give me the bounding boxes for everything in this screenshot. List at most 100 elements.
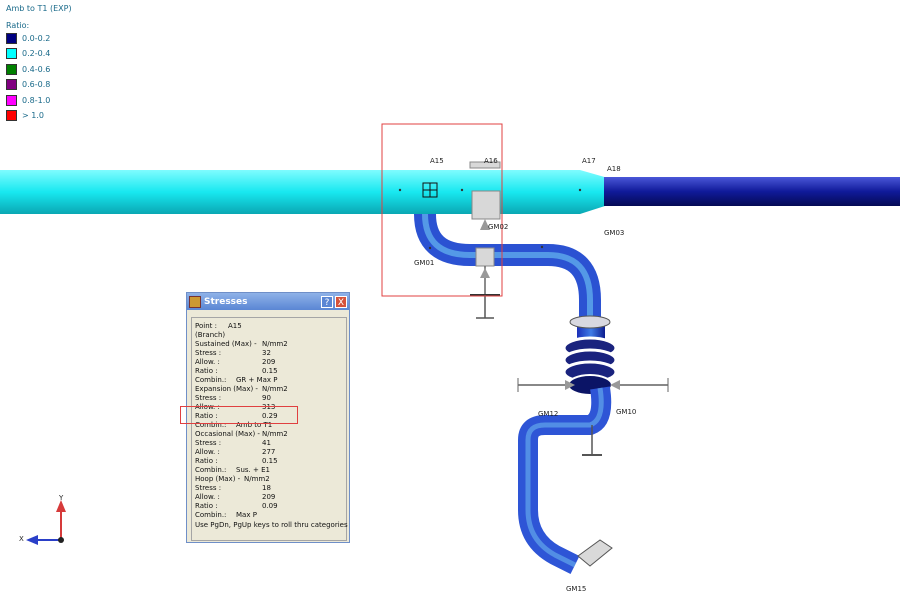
- legend-heading: Ratio:: [6, 21, 30, 30]
- ratio-highlight-box: [180, 406, 298, 424]
- line-label: Allow. :: [195, 403, 220, 411]
- legend-item-2: 0.2-0.4: [6, 48, 50, 59]
- legend-item-5: 0.8-1.0: [6, 95, 50, 106]
- line-label: Allow. :: [195, 493, 220, 501]
- line-label: Stress :: [195, 394, 222, 402]
- axis-origin: [58, 537, 64, 543]
- legend-label: 0.0-0.2: [22, 34, 51, 43]
- line-value: N/mm2: [244, 475, 270, 483]
- line-value: 0.29: [262, 412, 278, 420]
- axis-y-label: Y: [59, 494, 64, 502]
- line-value: 90: [262, 394, 271, 402]
- node-dot: [578, 188, 582, 192]
- legend-label: 0.4-0.6: [22, 65, 51, 74]
- line-value: 18: [262, 484, 271, 492]
- line-value: N/mm2: [262, 385, 288, 393]
- node-dot: [398, 188, 402, 192]
- dialog-titlebar[interactable]: Stresses ? X: [187, 293, 349, 310]
- line-value: 209: [262, 358, 276, 366]
- branch-pipe-highlight: [422, 213, 593, 320]
- line-label: Point :: [195, 322, 217, 330]
- line-label: (Branch): [195, 331, 226, 339]
- line-label: Stress :: [195, 349, 222, 357]
- axis-x-label: X: [19, 535, 24, 543]
- legend-swatch: [6, 79, 17, 90]
- help-button[interactable]: ?: [321, 295, 333, 308]
- axis-y-arrow: [56, 500, 66, 512]
- line-label: Ratio :: [195, 457, 218, 465]
- line-label: Ratio :: [195, 412, 218, 420]
- reducer[interactable]: [580, 170, 608, 214]
- line-label: Stress :: [195, 484, 222, 492]
- line-label: Expansion (Max) -: [195, 385, 258, 393]
- axis-x-arrow: [26, 535, 38, 545]
- line-value: 209: [262, 493, 276, 501]
- line-value: N/mm2: [262, 430, 288, 438]
- line-label: Ratio :: [195, 367, 218, 375]
- line-value: 32: [262, 349, 271, 357]
- legend-item-4: 0.6-0.8: [6, 79, 50, 90]
- line-label: Stress :: [195, 439, 222, 447]
- line-label: Allow. :: [195, 358, 220, 366]
- line-value: Max P: [236, 511, 257, 519]
- line-label: Sustained (Max) -: [195, 340, 257, 348]
- line-label: Hoop (Max) -: [195, 475, 241, 483]
- dialog-hint: Use PgDn, PgUp keys to roll thru categor…: [195, 521, 348, 529]
- load-case-title: Amb to T1 (EXP): [6, 4, 72, 13]
- selection-box: [381, 123, 503, 297]
- node-label-gm15: GM15: [566, 585, 587, 593]
- hanger-arrow-lower: [480, 268, 490, 278]
- lower-loop-highlight: [525, 387, 604, 568]
- hanger-upper[interactable]: [471, 190, 501, 220]
- line-value: Amb to T1: [236, 421, 273, 429]
- end-flange[interactable]: [577, 539, 613, 567]
- legend-label: 0.2-0.4: [22, 49, 51, 58]
- node-label-a18: A18: [607, 165, 621, 173]
- hanger-cap[interactable]: [469, 161, 501, 169]
- flange-upper[interactable]: [569, 315, 611, 329]
- node-label-gm10: GM10: [616, 408, 637, 416]
- node-label-a15: A15: [430, 157, 444, 165]
- app-icon: [189, 295, 201, 308]
- node-label-gm03: GM03: [604, 229, 625, 237]
- main-header-pipe-navy[interactable]: [604, 177, 900, 206]
- line-value: 0.09: [262, 502, 278, 510]
- legend-swatch: [6, 110, 17, 121]
- line-value: 0.15: [262, 367, 278, 375]
- hanger-arrow: [480, 219, 490, 230]
- line-value: Sus. + E1: [236, 466, 270, 474]
- line-label: Ratio :: [195, 502, 218, 510]
- node-label-a17: A17: [582, 157, 596, 165]
- node-label-gm02: GM02: [488, 223, 509, 231]
- node-dot: [428, 246, 432, 250]
- line-value: N/mm2: [262, 340, 288, 348]
- line-label: Allow. :: [195, 448, 220, 456]
- legend-item-6: > 1.0: [6, 110, 44, 121]
- legend-label: 0.8-1.0: [22, 96, 51, 105]
- restraint-left-arrow: [565, 380, 575, 390]
- line-value: GR + Max P: [236, 376, 278, 384]
- node-label-gm12: GM12: [538, 410, 559, 418]
- legend-swatch: [6, 33, 17, 44]
- hanger-lower[interactable]: [475, 247, 495, 267]
- stresses-panel: Point : A15 (Branch) Sustained (Max) - N…: [191, 317, 348, 541]
- line-value: 277: [262, 448, 276, 456]
- line-value: 313: [262, 403, 276, 411]
- restraint-right-arrow: [610, 380, 620, 390]
- node-dot: [540, 245, 544, 249]
- close-button[interactable]: X: [335, 295, 347, 308]
- line-value: 41: [262, 439, 271, 447]
- line-label: Combin.:: [195, 421, 227, 429]
- node-label-gm01: GM01: [414, 259, 435, 267]
- stresses-dialog[interactable]: Stresses ? X Point : A15 (Branch) Sustai…: [186, 292, 350, 543]
- line-label: Occasional (Max) -: [195, 430, 260, 438]
- line-label: Combin.:: [195, 376, 227, 384]
- node-dot: [460, 188, 464, 192]
- dialog-title: Stresses: [204, 296, 248, 307]
- node-label-a16: A16: [484, 157, 498, 165]
- legend-swatch: [6, 64, 17, 75]
- legend-swatch: [6, 48, 17, 59]
- line-label: Combin.:: [195, 511, 227, 519]
- line-value: A15: [228, 322, 242, 330]
